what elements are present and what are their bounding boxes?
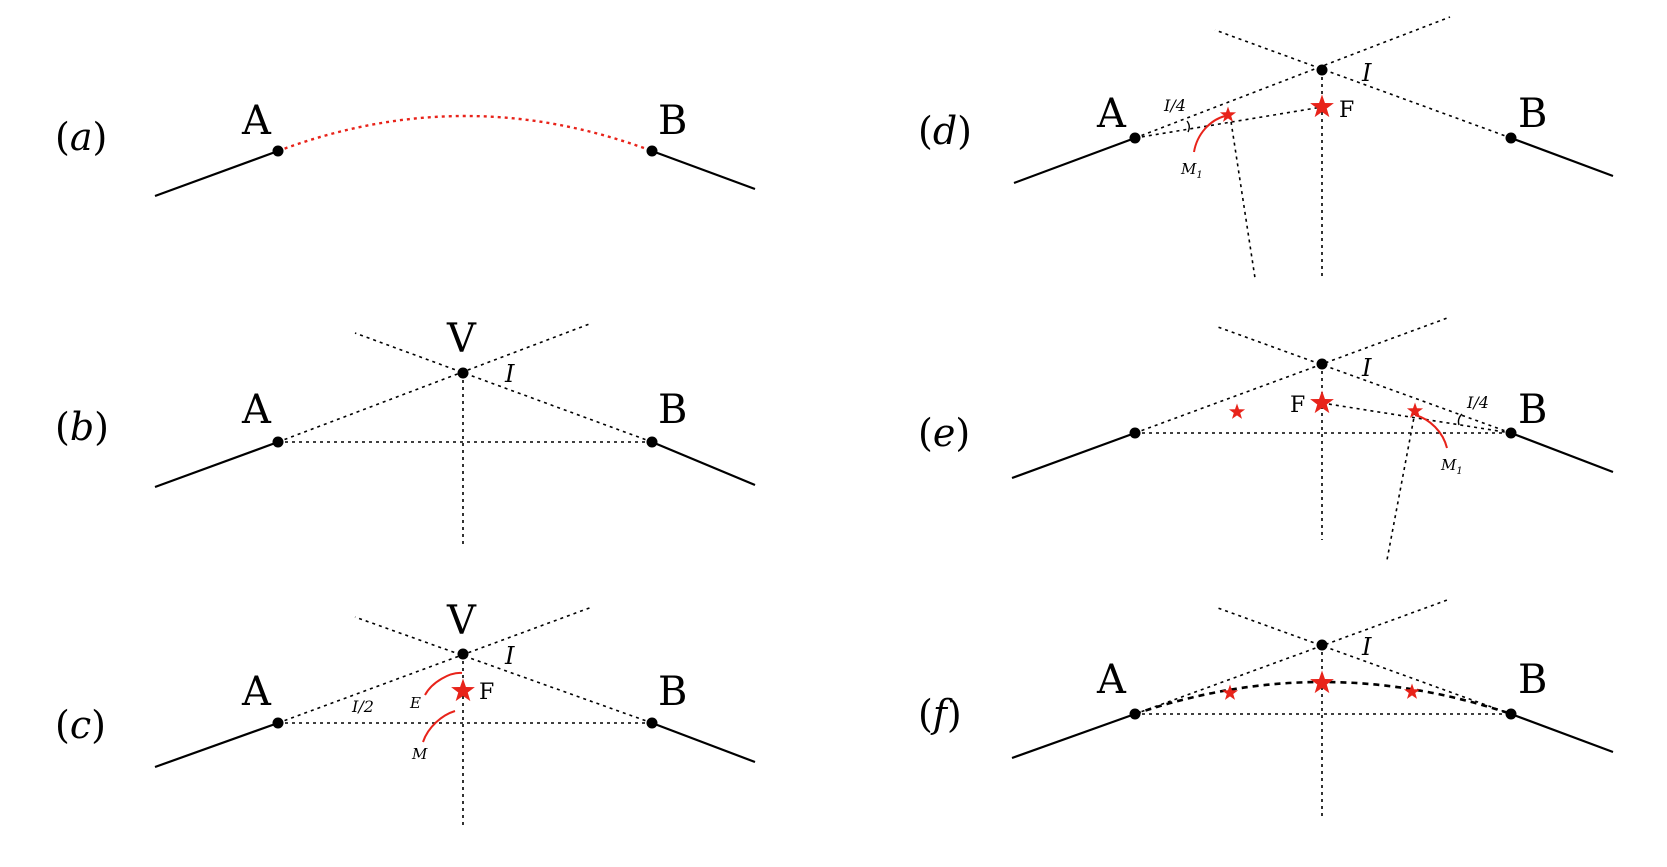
deflection-angle-label: I [504, 360, 515, 388]
vertex-marker [457, 648, 469, 660]
point-b-marker [646, 145, 658, 157]
point-a-marker [1129, 427, 1141, 439]
point-a-label: A [241, 387, 272, 433]
panel-e-label: (e) [918, 411, 970, 455]
point-b-marker [1505, 708, 1517, 720]
m1-arrow [1414, 414, 1448, 449]
quarter-point-star [1219, 106, 1237, 122]
panel-a-label: (a) [55, 115, 107, 159]
external-distance-arrow [424, 671, 463, 696]
point-b-label: B [658, 387, 687, 433]
quarter-point-star-left [1228, 403, 1246, 419]
point-b-marker [1505, 427, 1517, 439]
panel-d-label: (d) [918, 109, 972, 153]
tangent-line-right [1510, 431, 1614, 474]
tangent-line-right [651, 149, 756, 191]
middle-ordinate-arrow [422, 710, 456, 743]
vertex-marker [1316, 64, 1328, 76]
vertex-marker [457, 367, 469, 379]
deflection-angle-label: I [1361, 59, 1372, 87]
deflection-angle-label: I [1361, 633, 1372, 661]
m1-arrow [1193, 115, 1226, 153]
tangent-line-right [1510, 712, 1614, 754]
tangent-line-right [651, 440, 756, 487]
middle-ordinate-label: M [411, 745, 428, 763]
midpoint-star [1310, 390, 1334, 414]
point-a-label: A [1096, 91, 1127, 137]
vertex-marker [1316, 358, 1328, 370]
quarter-point-star-left [1221, 684, 1239, 700]
quarter-angle-arc [1186, 120, 1190, 133]
tangent-line-left [154, 149, 279, 198]
point-a-label: A [1096, 657, 1127, 703]
tangent-extension-right [354, 616, 653, 724]
tangent-extension-left [277, 606, 593, 724]
m1-label: M1 [1180, 160, 1203, 181]
point-a-marker [272, 436, 284, 448]
tangent-line-left [1013, 136, 1136, 185]
point-a-marker [1129, 132, 1141, 144]
point-a-marker [272, 145, 284, 157]
point-a-marker [272, 717, 284, 729]
midpoint-label: F [1290, 393, 1305, 418]
point-b-label: B [1518, 387, 1547, 433]
panel-e: (e) B I I/4 F M1 [918, 316, 1614, 561]
point-b-label: B [658, 669, 687, 715]
tangent-extension-left [1134, 16, 1451, 139]
point-b-marker [646, 436, 658, 448]
tangent-extension-left [277, 322, 593, 443]
point-a-label: A [241, 669, 272, 715]
half-angle-label: I/2 [351, 697, 374, 716]
quarter-bisector-line [1229, 114, 1256, 279]
point-a-label: A [241, 98, 272, 144]
panel-d: (d) A B I I/4 F M1 [918, 16, 1614, 279]
tangent-line-left [1011, 431, 1136, 480]
tangent-extension-right [354, 332, 653, 443]
external-distance-label: E [409, 694, 421, 712]
panel-a: (a) A B [55, 98, 756, 198]
tangent-line-left [1011, 712, 1136, 760]
quarter-angle-label: I/4 [1163, 96, 1186, 115]
red-curve-arc [277, 114, 653, 153]
quarter-angle-label: I/4 [1466, 393, 1489, 412]
point-b-marker [646, 717, 658, 729]
deflection-angle-label: I [1361, 354, 1372, 382]
m1-label: M1 [1440, 456, 1463, 477]
panel-b-label: (b) [55, 405, 109, 449]
quarter-point-star-right [1403, 683, 1421, 699]
tangent-line-right [1510, 136, 1614, 178]
panel-c: (c) A B V I I/2 E F M [55, 598, 756, 828]
panel-f-label: (f) [918, 692, 962, 736]
point-b-label: B [1518, 657, 1547, 703]
vertex-label: V [446, 316, 477, 362]
tangent-line-right [651, 721, 756, 764]
deflection-angle-label: I [504, 642, 515, 670]
panel-f: (f) A B I [918, 598, 1614, 820]
point-b-label: B [1518, 91, 1547, 137]
panel-b: (b) A B V I [55, 316, 756, 548]
tangent-line-left [154, 440, 279, 489]
point-b-marker [1505, 132, 1517, 144]
vertex-marker [1316, 639, 1328, 651]
quarter-angle-arc [1457, 413, 1463, 426]
vertex-label: V [446, 598, 477, 644]
tangent-extension-left [1134, 598, 1451, 715]
panel-c-label: (c) [55, 703, 106, 747]
point-a-marker [1129, 708, 1141, 720]
midpoint-label: F [1339, 98, 1354, 123]
point-b-label: B [658, 98, 687, 144]
midpoint-label: F [479, 680, 494, 705]
quarter-bisector-line [1386, 411, 1416, 561]
tangent-line-left [154, 721, 279, 769]
